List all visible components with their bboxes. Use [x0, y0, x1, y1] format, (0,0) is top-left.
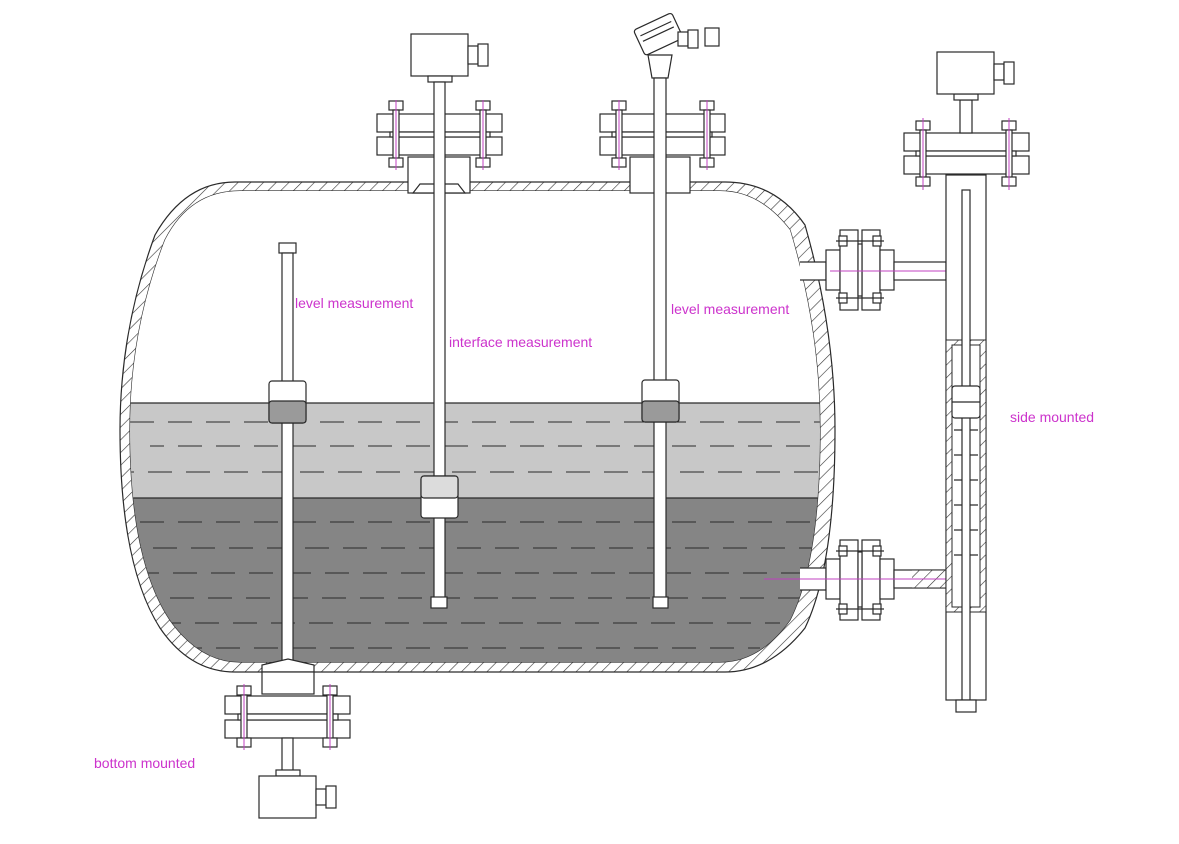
probe-stem: [961, 189, 971, 701]
cable-gland-icon: [325, 785, 337, 809]
probe-stem: [281, 252, 294, 694]
cable-gland-icon: [1003, 61, 1015, 85]
label-interface-measurement: interface measurement: [449, 334, 593, 350]
label-side-mounted: side mounted: [1010, 409, 1095, 425]
probe-stem: [433, 81, 446, 603]
light-liquid-layer: [130, 403, 820, 498]
level-probe-bottom: [268, 242, 307, 694]
heavy-liquid-layer: [130, 498, 820, 662]
transmitter-housing: [936, 51, 995, 95]
bolt-icon: [836, 235, 884, 304]
stem-end-cap: [430, 596, 448, 609]
label-level-measurement-right: level measurement: [671, 301, 790, 317]
level-probe-right: [633, 12, 720, 609]
liquid-dashes: [130, 421, 820, 649]
cable-gland-icon: [477, 43, 489, 67]
bottom-nozzle: [224, 658, 351, 819]
junction-head-icon: [633, 12, 683, 56]
drain-plug-icon: [955, 699, 977, 713]
label-level-measurement-left: level measurement: [295, 295, 414, 311]
vapor-space: [130, 191, 820, 403]
stem-end-cap: [652, 596, 669, 609]
label-bottom-mounted: bottom mounted: [94, 755, 196, 771]
bolt-icon: [836, 545, 884, 615]
stem-top-cap: [278, 242, 297, 254]
side-chamber: [764, 51, 1030, 713]
probe-stem: [653, 77, 667, 599]
interface-probe: [410, 33, 489, 609]
cable-gland-icon: [687, 29, 699, 49]
transmitter-housing: [410, 33, 469, 77]
transmitter-housing: [258, 775, 317, 819]
